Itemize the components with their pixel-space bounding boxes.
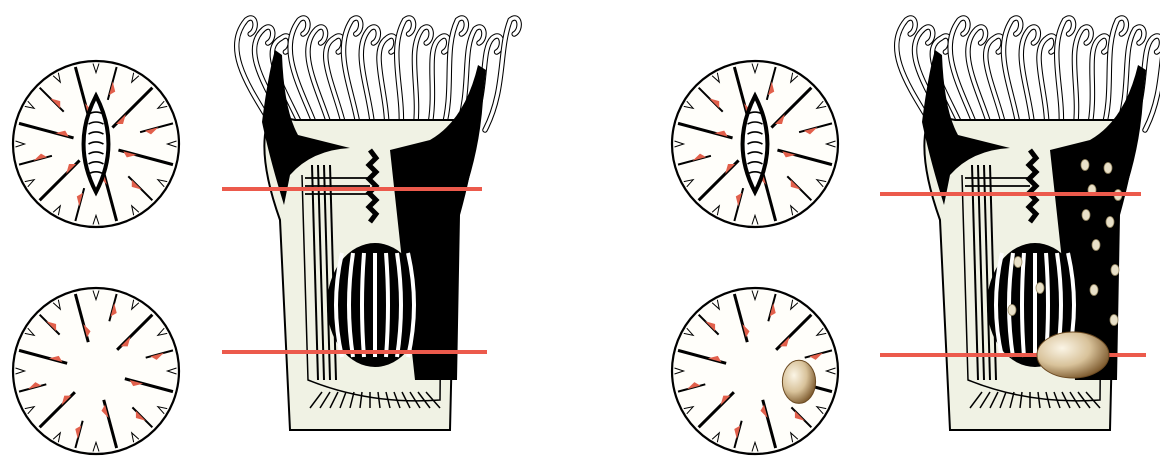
egg-in-body [1037, 332, 1109, 378]
cross-section-upper-left [13, 61, 179, 227]
egg-in-section [782, 360, 815, 403]
tentacle [361, 27, 378, 130]
developing-egg [1110, 315, 1118, 326]
developing-egg [1014, 257, 1022, 268]
developing-egg [1081, 160, 1089, 171]
cross-section-lower-left [13, 288, 179, 454]
developing-egg [1106, 217, 1114, 228]
gonad-stripe [386, 253, 388, 357]
developing-egg [1090, 285, 1098, 296]
developing-egg [1092, 240, 1100, 251]
panel-right [672, 18, 1160, 454]
anemone-body-right [897, 18, 1160, 430]
cross-section-lower-right [672, 288, 838, 454]
section-outline [13, 288, 179, 454]
developing-egg [1082, 210, 1090, 221]
panel-left [13, 18, 519, 454]
gonad-stripe [362, 253, 364, 357]
developing-egg [1008, 305, 1016, 316]
developing-egg [1036, 283, 1044, 294]
developing-egg [1111, 265, 1119, 276]
tentacle [1021, 27, 1038, 130]
anemone-body-left [237, 18, 519, 430]
cross-section-upper-right [672, 61, 838, 227]
gonad-stripe [1022, 253, 1024, 357]
developing-egg [1104, 163, 1112, 174]
